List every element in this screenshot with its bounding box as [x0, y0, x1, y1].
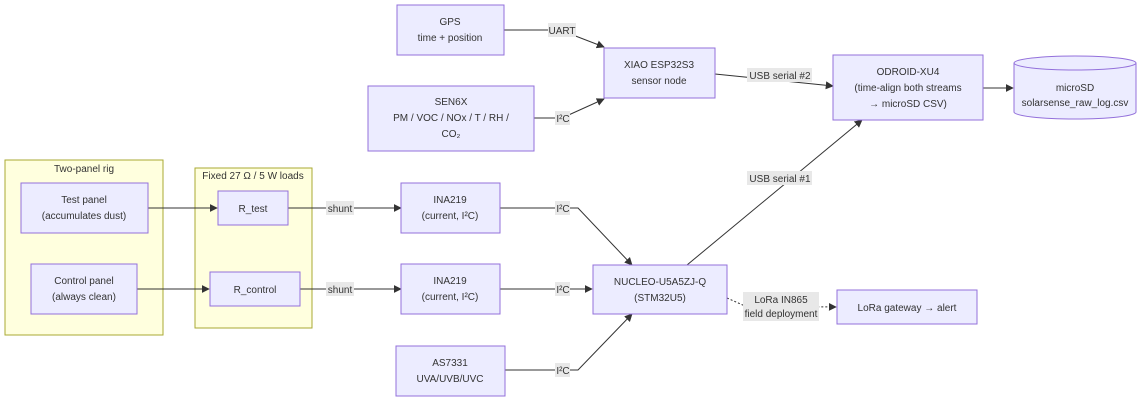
edge-label-i2c-sen6x-text: I²C: [556, 114, 569, 125]
edge-label-shunt-test: shunt: [326, 201, 354, 215]
node-odroid-line3: → microSD CSV): [869, 99, 947, 110]
node-sen6x-line3: CO₂: [442, 129, 461, 140]
edge-label-uart-text: UART: [548, 26, 575, 37]
node-test-panel-line2: (accumulates dust): [42, 211, 126, 222]
edge-label-shunt-control: shunt: [326, 282, 354, 296]
edge-label-i2c-as7331-text: I²C: [556, 366, 569, 377]
edge-label-i2c-ina-control-text: I²C: [556, 285, 569, 296]
node-odroid-line1: ODROID-XU4: [877, 67, 940, 78]
edge-label-i2c-sen6x: I²C: [555, 111, 570, 125]
edge-label-uart: UART: [548, 23, 576, 37]
edge-label-i2c-ina-test-text: I²C: [556, 204, 569, 215]
node-control-panel-line2: (always clean): [52, 292, 116, 303]
node-ina219-test: INA219 (current, I²C): [400, 182, 501, 234]
node-ina219-control-line1: INA219: [433, 276, 467, 287]
node-gps: GPS time + position: [396, 4, 505, 56]
node-microsd: microSD solarsense_raw_log.csv: [1013, 55, 1137, 120]
node-nucleo-line2: (STM32U5): [634, 293, 686, 304]
node-gps-line2: time + position: [418, 33, 483, 44]
node-r-test-label: R_test: [239, 204, 268, 215]
node-lora-gateway-label: LoRa gateway → alert: [858, 303, 957, 314]
edge-label-usb-serial-2: USB serial #2: [747, 68, 812, 82]
node-sen6x-line2: PM / VOC / NOx / T / RH /: [393, 113, 509, 124]
edge-nucleo-to-odroid: [686, 119, 863, 266]
edge-label-lora: LoRa IN865 field deployment: [743, 292, 819, 321]
cluster-two-panel-rig-title: Two-panel rig: [54, 164, 114, 175]
node-nucleo-line1: NUCLEO-U5A5ZJ-Q: [614, 277, 706, 288]
cluster-fixed-loads-title: Fixed 27 Ω / 5 W loads: [202, 171, 303, 182]
edge-label-i2c-ina-control: I²C: [555, 282, 570, 296]
node-sen6x-line1: SEN6X: [435, 97, 468, 108]
node-as7331-line1: AS7331: [432, 358, 468, 369]
node-ina219-control-line2: (current, I²C): [422, 292, 479, 303]
edge-label-usb-serial-1-text: USB serial #1: [749, 174, 811, 185]
edge-label-i2c-ina-test: I²C: [555, 201, 570, 215]
node-as7331: AS7331 UVA/UVB/UVC: [395, 345, 506, 397]
edge-label-usb-serial-2-text: USB serial #2: [749, 71, 811, 82]
node-xiao-line1: XIAO ESP32S3: [624, 60, 694, 71]
node-r-test: R_test: [217, 190, 289, 226]
edge-label-usb-serial-1: USB serial #1: [747, 171, 812, 185]
node-test-panel-line1: Test panel: [61, 195, 107, 206]
node-control-panel-line1: Control panel: [54, 276, 113, 287]
node-control-panel: Control panel (always clean): [30, 263, 138, 315]
node-r-control-label: R_control: [234, 285, 277, 296]
node-odroid-line2: (time-align both streams: [854, 83, 961, 94]
node-lora-gateway: LoRa gateway → alert: [836, 289, 978, 325]
node-r-control: R_control: [209, 271, 301, 307]
node-as7331-line2: UVA/UVB/UVC: [416, 374, 483, 385]
node-ina219-test-line1: INA219: [433, 195, 467, 206]
edge-label-lora-line1: LoRa IN865: [754, 295, 808, 306]
edge-label-shunt-control-text: shunt: [328, 285, 353, 296]
node-sen6x: SEN6X PM / VOC / NOx / T / RH / CO₂: [367, 85, 535, 152]
edge-label-i2c-as7331: I²C: [555, 363, 570, 377]
node-ina219-test-line2: (current, I²C): [422, 211, 479, 222]
node-microsd-line2: solarsense_raw_log.csv: [1022, 98, 1129, 109]
node-microsd-line1: microSD: [1056, 83, 1094, 94]
edge-as7331-to-nucleo: [505, 313, 633, 371]
node-test-panel: Test panel (accumulates dust): [20, 182, 149, 234]
node-ina219-control: INA219 (current, I²C): [400, 263, 501, 315]
edge-label-lora-line2: field deployment: [745, 309, 818, 320]
node-xiao-esp32s3: XIAO ESP32S3 sensor node: [603, 47, 716, 99]
node-xiao-line2: sensor node: [631, 76, 686, 87]
node-odroid-xu4: ODROID-XU4 (time-align both streams → mi…: [832, 54, 984, 121]
node-nucleo: NUCLEO-U5A5ZJ-Q (STM32U5): [592, 264, 728, 315]
node-gps-line1: GPS: [439, 17, 460, 28]
edge-ina-test-to-nucleo: [500, 207, 633, 266]
edge-label-shunt-test-text: shunt: [328, 204, 353, 215]
